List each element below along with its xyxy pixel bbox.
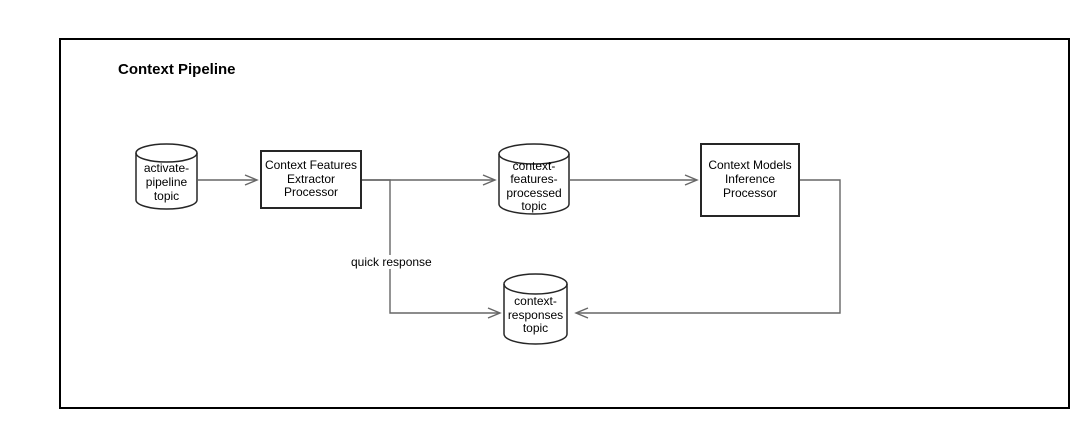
cylinder-icon [503,273,568,345]
node-activate-pipeline-topic: activate- pipeline topic [135,143,198,210]
node-label: Context Features Extractor Processor [264,157,358,200]
cylinder-icon [498,143,570,215]
node-label: context- responses topic [507,293,564,336]
edge-inference-to-responses-topic [574,179,841,319]
edge-activate-topic-to-extractor [198,174,259,186]
node-label: context- features- processed topic [506,159,562,213]
edge-features-topic-to-inference [570,174,699,186]
node-label: activate- pipeline topic [143,161,190,203]
node-context-features-extractor-processor: Context Features Extractor Processor [260,150,362,209]
node-context-features-processed-topic: context- features- processed topic [498,143,570,215]
node-context-models-inference-processor: Context Models Inference Processor [700,143,800,217]
edge-label-quick-response: quick response [349,255,434,269]
node-context-responses-topic: context- responses topic [503,273,568,345]
edge-quick-response [362,179,502,319]
cylinder-icon [135,143,198,210]
diagram-title: Context Pipeline [118,61,236,78]
node-label: Context Models Inference Processor [708,158,792,200]
diagram-frame [59,38,1070,409]
